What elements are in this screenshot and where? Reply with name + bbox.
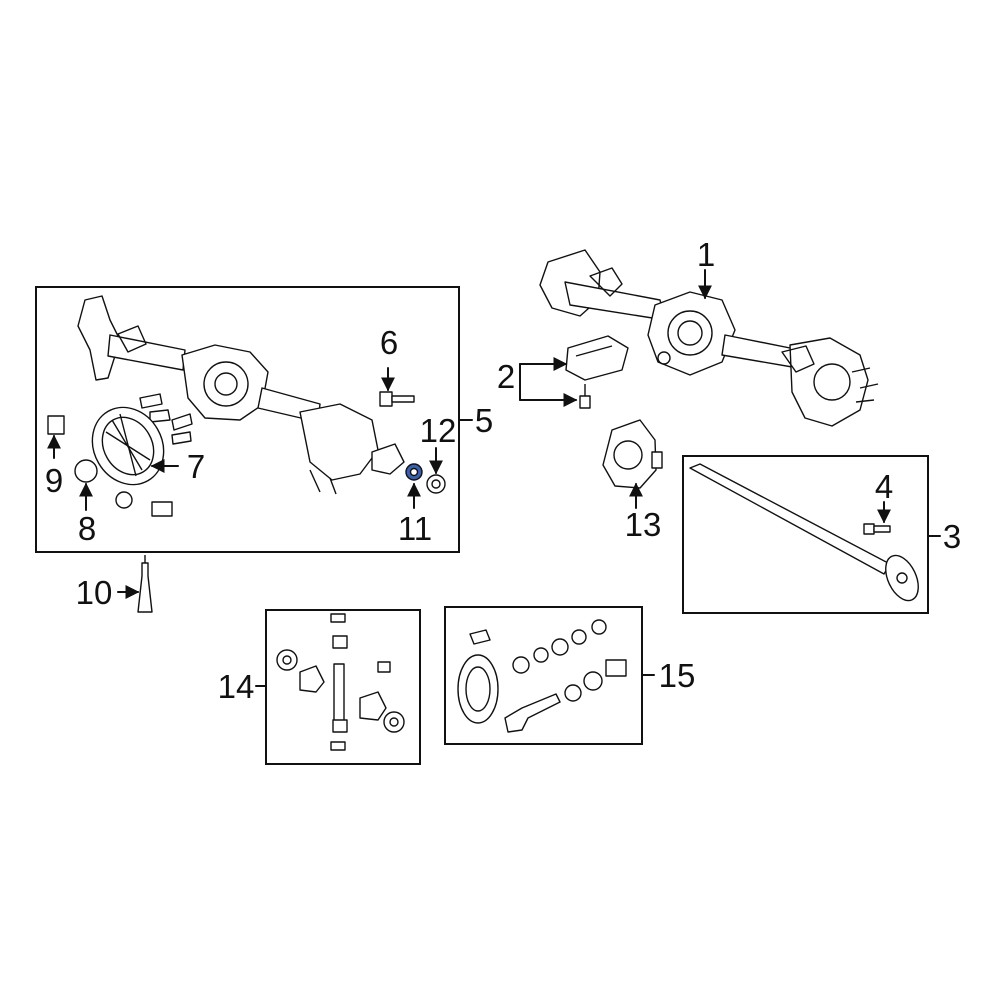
part-7-cover-drawing[interactable] — [79, 394, 178, 497]
callout-14: 14 — [218, 668, 255, 705]
axle-housing-drawing[interactable] — [77, 295, 405, 495]
callout-7: 7 — [187, 448, 205, 485]
callout-10: 10 — [76, 574, 113, 611]
callout-2: 2 — [497, 358, 515, 395]
callout-3: 3 — [943, 518, 961, 555]
callout-6: 6 — [380, 324, 398, 361]
callout-9: 9 — [45, 462, 63, 499]
callout-15: 15 — [659, 657, 696, 694]
gear-kit-15-drawing[interactable] — [457, 619, 627, 733]
bracket-drawing[interactable] — [565, 335, 629, 409]
sealant-tube-drawing[interactable] — [137, 555, 153, 613]
part-6-bolt-drawing[interactable] — [379, 391, 415, 407]
part-4-stud-drawing[interactable] — [863, 523, 891, 535]
callout-4: 4 — [875, 468, 893, 505]
callout-1: 1 — [697, 236, 715, 273]
gear-kit-14-drawing[interactable] — [276, 613, 405, 751]
part-12-bearing-drawing[interactable] — [426, 474, 446, 494]
callout-8: 8 — [78, 510, 96, 547]
part-11-seal-drawing[interactable] — [405, 463, 423, 481]
axle-shaft-drawing[interactable] — [689, 463, 925, 606]
differential-case-drawing[interactable] — [602, 419, 663, 489]
callout-13: 13 — [625, 506, 662, 543]
caps-drawing[interactable] — [139, 393, 193, 445]
callout-12: 12 — [420, 412, 457, 449]
part-8-plug-drawing[interactable] — [74, 459, 173, 517]
callout-11: 11 — [398, 510, 432, 547]
part-9-plug-drawing[interactable] — [47, 415, 65, 435]
shaft-box — [682, 455, 929, 614]
axle-assembly-drawing[interactable] — [539, 249, 879, 427]
callout-5: 5 — [475, 402, 493, 439]
